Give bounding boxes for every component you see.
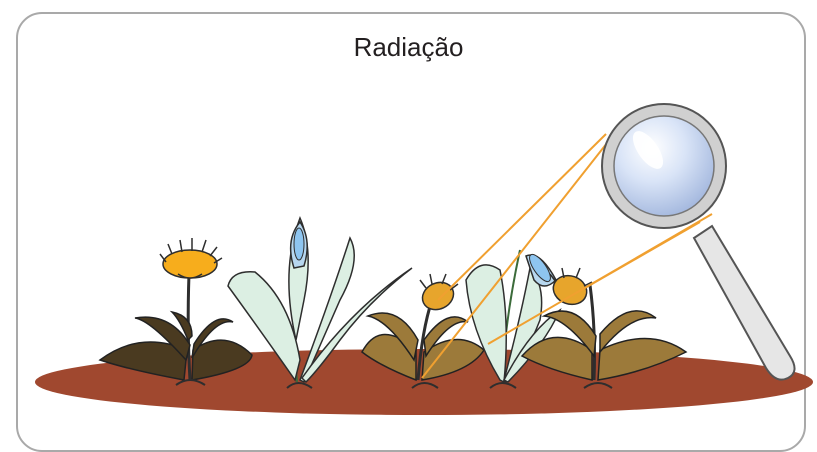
diagram-title: Radiação bbox=[353, 32, 464, 62]
peace-lily-plant-icon bbox=[227, 216, 413, 389]
dandelion-plant-icon bbox=[98, 238, 253, 386]
dandelion-flower-icon bbox=[159, 238, 223, 279]
radiation-rays bbox=[421, 123, 713, 379]
magnifying-glass-icon bbox=[601, 103, 796, 381]
wilted-dandelion-plant-icon bbox=[520, 267, 688, 389]
drooping-flower-icon bbox=[549, 267, 593, 306]
radiation-scene bbox=[35, 103, 813, 415]
drooping-flower-icon bbox=[419, 273, 459, 311]
spathe-flower-icon bbox=[289, 220, 308, 269]
wilted-dandelion-plant-icon bbox=[361, 273, 485, 389]
